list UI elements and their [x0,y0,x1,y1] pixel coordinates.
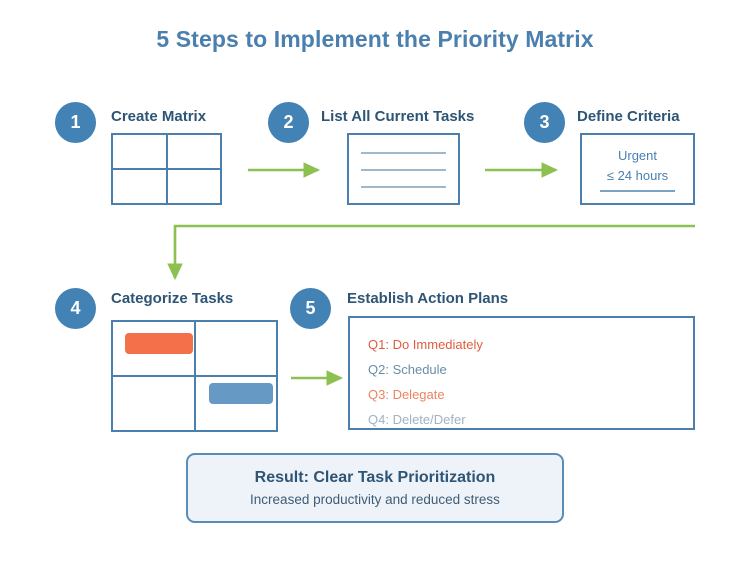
define-criteria-box: Urgent ≤ 24 hours [580,133,695,205]
create-matrix-grid [111,133,222,205]
result-box: Result: Clear Task Prioritization Increa… [186,453,564,523]
step-3-number: 3 [539,112,550,132]
task-block-urgent-not-important[interactable] [209,383,273,404]
action-item-q1: Q1: Do Immediately [368,337,483,352]
criteria-line-1: Urgent [617,148,658,163]
action-item-q4: Q4: Delete/Defer [368,412,466,427]
step-3-heading: Define Criteria [577,108,680,125]
step-2-heading: List All Current Tasks [321,108,475,125]
action-item-q2: Q2: Schedule [368,362,447,377]
step-5-badge[interactable]: 5 [290,288,331,329]
task-line-3 [361,186,446,188]
result-title: Result: Clear Task Prioritization [254,469,496,486]
arrow-step3-to-step4 [167,224,695,281]
step-2-number: 2 [283,112,294,132]
result-subtitle: Increased productivity and reduced stres… [250,492,500,507]
action-plans-box: Q1: Do Immediately Q2: Schedule Q3: Dele… [348,316,695,430]
step-4-number: 4 [70,298,81,318]
step-4-heading: Categorize Tasks [111,290,234,307]
categorize-matrix-grid [111,320,278,432]
action-item-q3: Q3: Delegate [368,387,445,402]
task-list-box [347,133,460,205]
page-title: 5 Steps to Implement the Priority Matrix [156,26,594,52]
step-5-heading: Establish Action Plans [347,290,509,307]
step-3-badge[interactable]: 3 [524,102,565,143]
criteria-rule [600,190,675,192]
step-5-number: 5 [305,298,316,318]
criteria-line-2: ≤ 24 hours [606,168,669,183]
step-1-badge[interactable]: 1 [55,102,96,143]
task-block-urgent-important[interactable] [125,333,193,354]
step-4-badge[interactable]: 4 [55,288,96,329]
task-line-1 [361,152,446,154]
step-2-badge[interactable]: 2 [268,102,309,143]
step-1-number: 1 [70,112,81,132]
task-line-2 [361,169,446,171]
categorize-horizontal-divider [113,375,276,377]
matrix-horizontal-divider [113,168,220,170]
step-1-heading: Create Matrix [111,108,207,125]
